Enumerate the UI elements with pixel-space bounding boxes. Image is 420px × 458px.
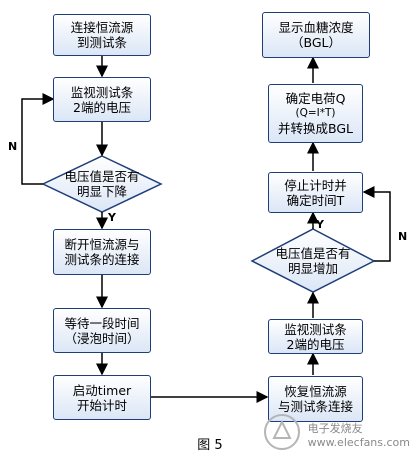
step-monitor-voltage-2: 监视测试条 2端的电压 bbox=[268, 319, 363, 354]
rise-no-label: N bbox=[398, 230, 408, 243]
step-wait-soak: 等待一段时间 （浸泡时间） bbox=[53, 308, 151, 353]
step-connect-source: 连接恒流源 到测试条 bbox=[53, 14, 151, 56]
watermark-logo-icon bbox=[262, 412, 302, 452]
step-monitor-voltage-1: 监视测试条 2端的电压 bbox=[53, 77, 151, 122]
decision-voltage-rise-label: 电压值是否有 明显增加 bbox=[275, 246, 351, 276]
drop-no-label: N bbox=[8, 140, 18, 153]
step-restore-source: 恢复恒流源 与测试条连接 bbox=[268, 376, 363, 422]
determine-charge-text: 确定电荷Q bbox=[285, 91, 346, 106]
step-stop-timer: 停止计时并 确定时间T bbox=[268, 172, 363, 213]
figure-caption: 图 5 bbox=[197, 438, 223, 453]
drop-yes-label: Y bbox=[108, 211, 116, 224]
step-display-bgl: 显示血糖浓度 （BGL） bbox=[262, 12, 370, 58]
charge-formula: (Q=I*T) bbox=[295, 107, 336, 119]
step-disconnect-source: 断开恒流源与 测试条的连接 bbox=[53, 229, 151, 275]
convert-bgl-text: 并转换成BGL bbox=[277, 121, 353, 136]
step-determine-charge: 确定电荷Q (Q=I*T) 并转换成BGL bbox=[268, 84, 363, 143]
step-start-timer: 启动timer 开始计时 bbox=[53, 375, 151, 420]
decision-voltage-drop-label: 电压值是否有 明显下降 bbox=[64, 169, 140, 199]
watermark-text: 电子发烧友 www.elecfans.com bbox=[307, 422, 410, 449]
rise-yes-label: Y bbox=[316, 218, 324, 231]
